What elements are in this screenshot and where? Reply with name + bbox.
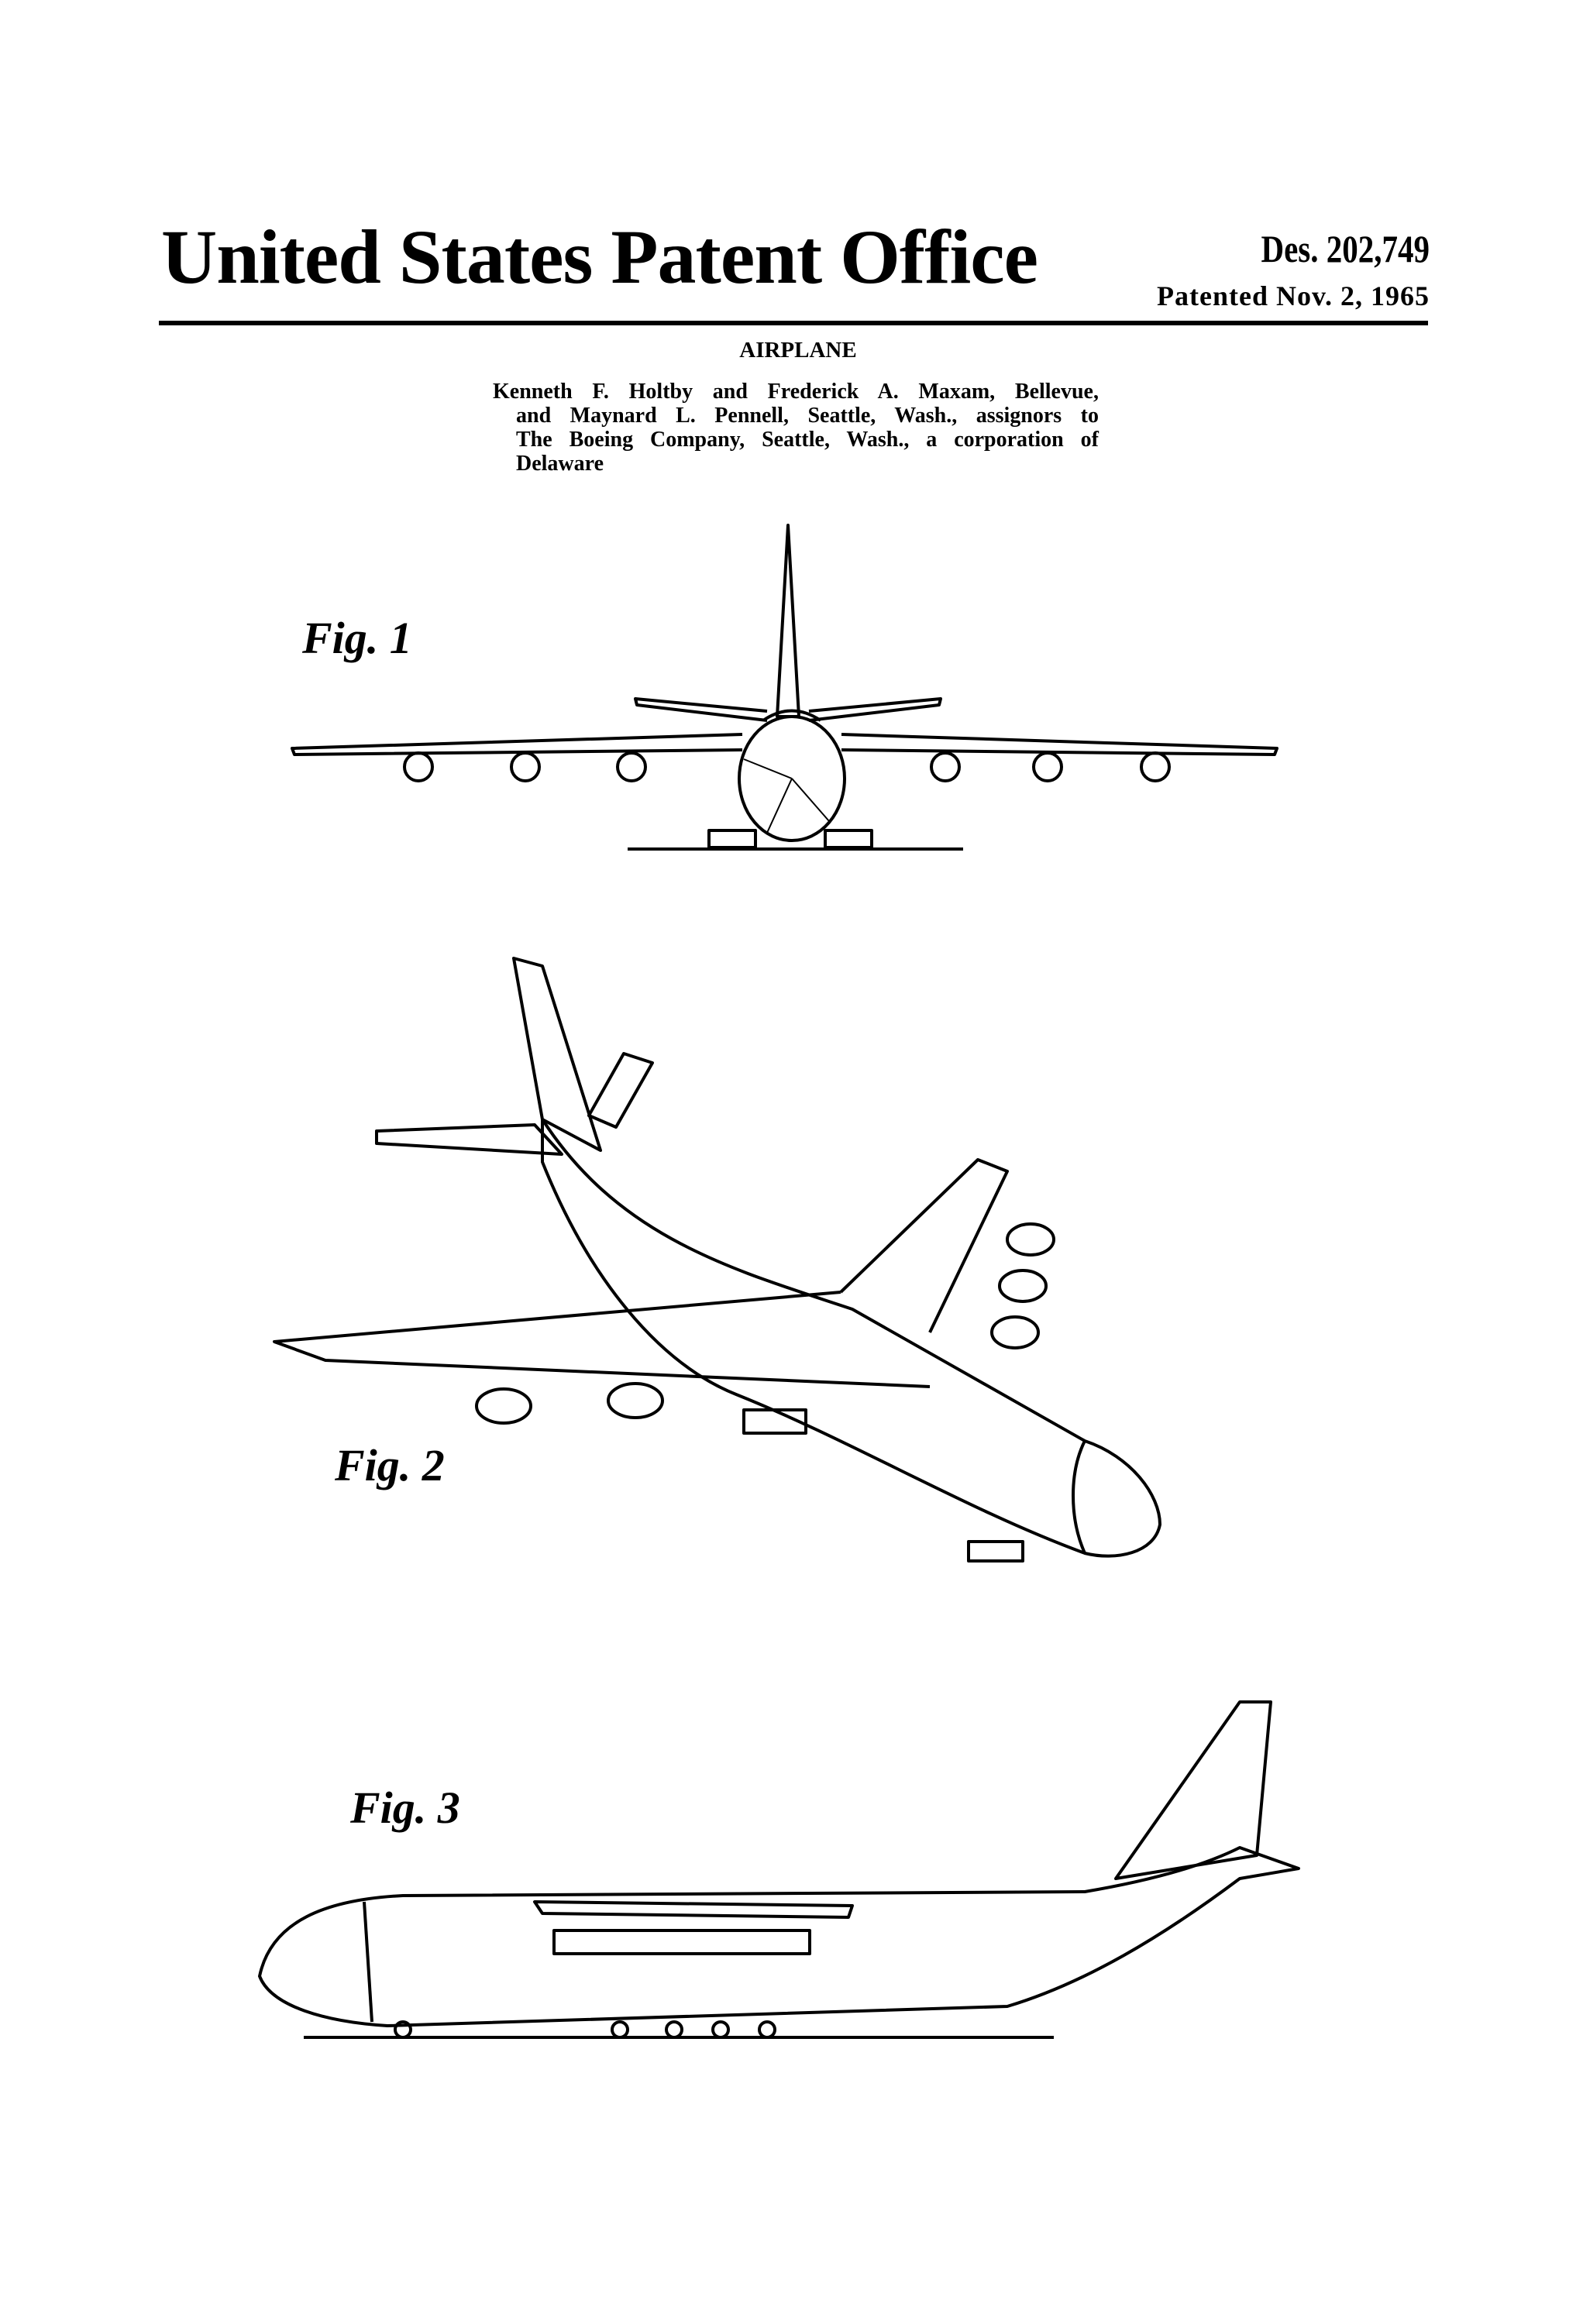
landing-gear [824,829,873,849]
right-wing [839,1158,1009,1333]
figure-1-label: Fig. 1 [302,613,412,663]
figure-3-side-view [258,1700,1300,2039]
engine [1032,751,1063,782]
vertical-tail [776,524,800,718]
nose-gear [967,1540,1024,1563]
design-number: Des. 202,749 [1261,227,1430,270]
vertical-tail [512,957,602,1152]
figure-2-label: Fig. 2 [335,1440,445,1490]
left-wing [273,1291,931,1388]
patented-date: Patented Nov. 2, 1965 [1157,280,1430,311]
wheel [711,2020,730,2039]
authors-line: Delaware [516,452,604,476]
nose-line [363,1901,373,2023]
nose-line [1072,1440,1086,1554]
wheel [611,2020,629,2039]
engine [1006,1222,1055,1257]
right-stabilizer [587,1052,654,1129]
vertical-tail [1114,1700,1272,1880]
engine [1140,751,1171,782]
figure-3-label: Fig. 3 [350,1783,460,1833]
authors-line: and Maynard L. Pennell, Seattle, Wash., … [516,404,1099,428]
authors-block: Kenneth F. Holtby and Frederick A. Maxam… [493,380,1099,476]
cockpit [762,709,822,722]
engine [998,1269,1048,1303]
authors-line: The Boeing Company, Seattle, Wash., a co… [516,428,1099,452]
horizontal-stabilizers [634,697,942,722]
authors-line: Kenneth F. Holtby and Frederick A. Maxam… [493,380,1099,404]
engine [510,751,541,782]
engine [990,1315,1040,1349]
engines [552,1929,811,1955]
fuselage [738,715,846,842]
header-rule [159,321,1428,325]
patent-title: AIRPLANE [739,338,857,363]
office-title: United States Patent Office [161,214,1038,300]
figure-1-front-view [291,524,1278,851]
wing [533,1900,854,1919]
engine [616,751,647,782]
landing-gear [742,1408,807,1435]
engine [930,751,961,782]
landing-gear [707,829,757,849]
wheel [665,2020,683,2039]
engine [403,751,434,782]
wheel [758,2020,776,2039]
fuselage [258,1846,1300,2027]
figure-2-perspective-view [273,957,1161,1563]
wings [291,733,1278,756]
engine [475,1387,532,1425]
engine [607,1382,664,1419]
fuselage [541,1118,1161,1558]
left-stabilizer [375,1123,563,1156]
